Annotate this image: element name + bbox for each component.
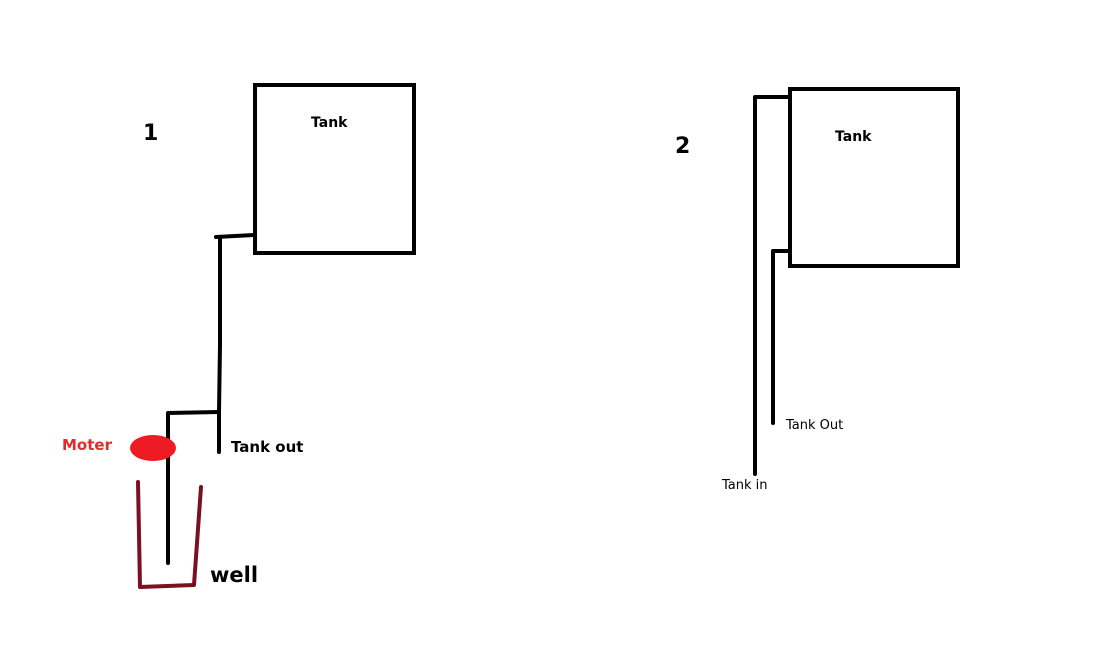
tank-out-label-2: Tank Out [786, 418, 844, 433]
motor-shape [130, 435, 176, 461]
tank-1-box [253, 83, 416, 255]
diagram-2-number: 2 [675, 134, 691, 159]
tank-in-pipe [753, 95, 791, 476]
tank-2-label: Tank [835, 129, 872, 145]
motor-pipe-1 [166, 410, 221, 565]
tank-1-inlet-pipe [214, 233, 256, 239]
motor-label: Moter [62, 436, 112, 454]
diagram-1 [130, 83, 416, 589]
well-walls [136, 480, 203, 589]
tank-1-label: Tank [311, 115, 348, 131]
diagram-2 [753, 87, 960, 476]
diagram-1-number: 1 [143, 121, 159, 146]
riser-pipe-1 [217, 235, 222, 454]
tank-2-box [788, 87, 960, 268]
tank-out-pipe [771, 249, 791, 425]
tank-out-label-1: Tank out [231, 438, 304, 456]
tank-in-label: Tank in [722, 478, 768, 493]
well-label: well [210, 563, 259, 587]
